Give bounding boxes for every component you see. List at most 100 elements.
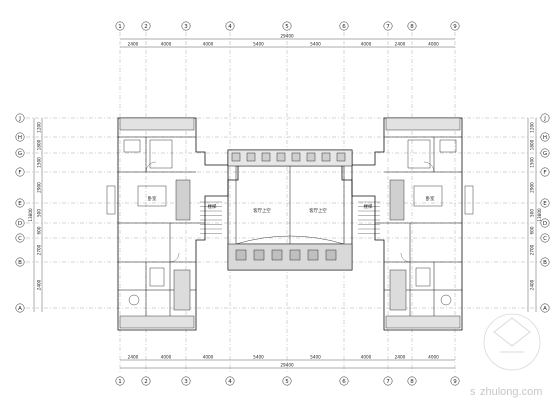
- terrace-tile: [289, 249, 301, 261]
- room-label-hall-left: 客厅上空: [253, 207, 271, 214]
- axis-bubble-bottom-5-label: 5: [285, 379, 289, 385]
- axis-bubble-left-H-label: H: [18, 135, 22, 141]
- left-segment-dim: 1500: [37, 157, 42, 168]
- axis-bubble-left-B-circle: [15, 257, 25, 267]
- left-door-arc: [145, 161, 157, 173]
- ledge-tile: [276, 152, 286, 162]
- room-label-bedroom-right: 卧室: [426, 195, 435, 202]
- axis-bubble-top-6: 6: [339, 21, 349, 31]
- axis-bubble-left-F-label: F: [18, 170, 21, 176]
- axis-bubble-right-F-label: F: [543, 170, 546, 176]
- axis-bubble-left-B-label: B: [18, 260, 22, 266]
- bottom-segment-dim: 2400: [395, 355, 406, 360]
- axis-bubble-right-H: H: [540, 132, 550, 142]
- axis-bubble-left-B: B: [15, 257, 25, 267]
- bottom-overall-dimension: 29400: [280, 363, 294, 368]
- watermark-logo-mark: [493, 317, 531, 353]
- axis-bubble-right-F-circle: [540, 167, 550, 177]
- axis-bubble-right-E-circle: [540, 198, 550, 208]
- bottom-segment-dim: 2400: [128, 355, 139, 360]
- left-overall-dimension: 13800: [28, 208, 33, 222]
- axis-bubble-left-A: A: [15, 303, 25, 313]
- axis-bubble-right-J-circle: [540, 113, 550, 123]
- left-bedroom-bed: [137, 185, 167, 207]
- axis-bubble-left-C-label: C: [18, 236, 22, 242]
- axis-bubble-bottom-9-circle: [450, 376, 460, 386]
- axis-bubble-left-E-label: E: [18, 201, 22, 207]
- left-segment-dim: 2900: [37, 182, 42, 193]
- ledge-tile: [321, 152, 331, 162]
- right-segment-dim: 1500: [530, 157, 535, 168]
- right-door-arc: [400, 252, 411, 263]
- axis-bubble-left-F-circle: [15, 167, 25, 177]
- axis-bubble-bottom-6: 6: [339, 376, 349, 386]
- right-stair-hatch: [389, 179, 405, 221]
- axis-bubble-right-A-circle: [540, 303, 550, 313]
- axis-bubble-right-B: B: [540, 257, 550, 267]
- left-storage: [173, 269, 191, 311]
- axis-bubble-top-5: 5: [282, 21, 292, 31]
- axis-bubble-left-C: C: [15, 233, 25, 243]
- axis-bubble-top-7-circle: [383, 21, 393, 31]
- left-segment-dim: 1200: [37, 122, 42, 133]
- left-segment-dim: 500: [37, 209, 42, 217]
- axis-bubble-right-E: E: [540, 198, 550, 208]
- axis-bubble-left-E-circle: [15, 198, 25, 208]
- axis-bubble-bottom-2: 2: [141, 376, 151, 386]
- right-bedroom-bed: [413, 185, 443, 207]
- axis-bubble-top-2: 2: [141, 21, 151, 31]
- top-segment-dim: 2400: [395, 42, 406, 47]
- left-top-balcony: [119, 117, 195, 131]
- terrace-tile: [235, 249, 247, 261]
- right-storage: [389, 269, 407, 311]
- right-segment-dim: 1800: [530, 139, 535, 150]
- axis-bubble-left-D-label: D: [18, 221, 22, 227]
- left-bathtub: [123, 139, 141, 153]
- bottom-segment-dim: 4000: [203, 355, 214, 360]
- axis-bubble-top-1: 1: [115, 21, 125, 31]
- axis-bubble-top-3-label: 3: [184, 24, 188, 30]
- right-wardrobe: [415, 267, 431, 287]
- axis-bubble-top-8: 8: [407, 21, 417, 31]
- ledge-tile: [231, 152, 241, 162]
- central-top-ledge: [227, 149, 353, 167]
- right-segment-dim: 2400: [530, 279, 535, 290]
- axis-bubble-bottom-1: 1: [115, 376, 125, 386]
- axis-bubble-right-C: C: [540, 233, 550, 243]
- bottom-segment-dim: 5400: [253, 355, 264, 360]
- axis-bubble-bottom-3: 3: [181, 376, 191, 386]
- right-segment-dim: 600: [530, 226, 535, 234]
- axis-bubble-bottom-7-circle: [383, 376, 393, 386]
- axis-bubble-bottom-7-label: 7: [386, 379, 390, 385]
- top-segment-dim: 5400: [310, 42, 321, 47]
- axis-bubble-bottom-6-label: 6: [342, 379, 346, 385]
- left-stair-hatch: [175, 179, 191, 221]
- axis-bubble-bottom-8-circle: [407, 376, 417, 386]
- axis-bubble-right-E-label: E: [543, 201, 547, 207]
- axis-bubble-right-H-label: H: [543, 135, 547, 141]
- axis-bubble-right-B-label: B: [543, 260, 547, 266]
- left-door-arc: [169, 252, 180, 263]
- terrace-tile: [271, 249, 283, 261]
- axis-bubble-bottom-9: 9: [450, 376, 460, 386]
- ledge-tile: [291, 152, 301, 162]
- left-segment-dim: 2700: [37, 244, 42, 255]
- left-dimension-chain: [33, 118, 43, 312]
- axis-bubble-right-F: F: [540, 167, 550, 177]
- axis-bubble-bottom-4-circle: [225, 376, 235, 386]
- watermark-brand: zhulong.com: [480, 386, 542, 398]
- left-segment-dim: 600: [37, 226, 42, 234]
- axis-bubble-right-D: D: [540, 218, 550, 228]
- axis-bubble-right-G-label: G: [543, 151, 547, 157]
- room-label-stair-left: 楼梯: [208, 203, 217, 210]
- axis-bubble-top-7-label: 7: [386, 24, 390, 30]
- axis-bubble-top-6-circle: [339, 21, 349, 31]
- axis-bubble-top-2-circle: [141, 21, 151, 31]
- left-wardrobe: [149, 267, 165, 287]
- axis-bubble-left-F: F: [15, 167, 25, 177]
- right-wing-outline: [341, 117, 463, 331]
- axis-bubble-top-8-label: 8: [410, 24, 414, 30]
- axis-bubble-bottom-2-circle: [141, 376, 151, 386]
